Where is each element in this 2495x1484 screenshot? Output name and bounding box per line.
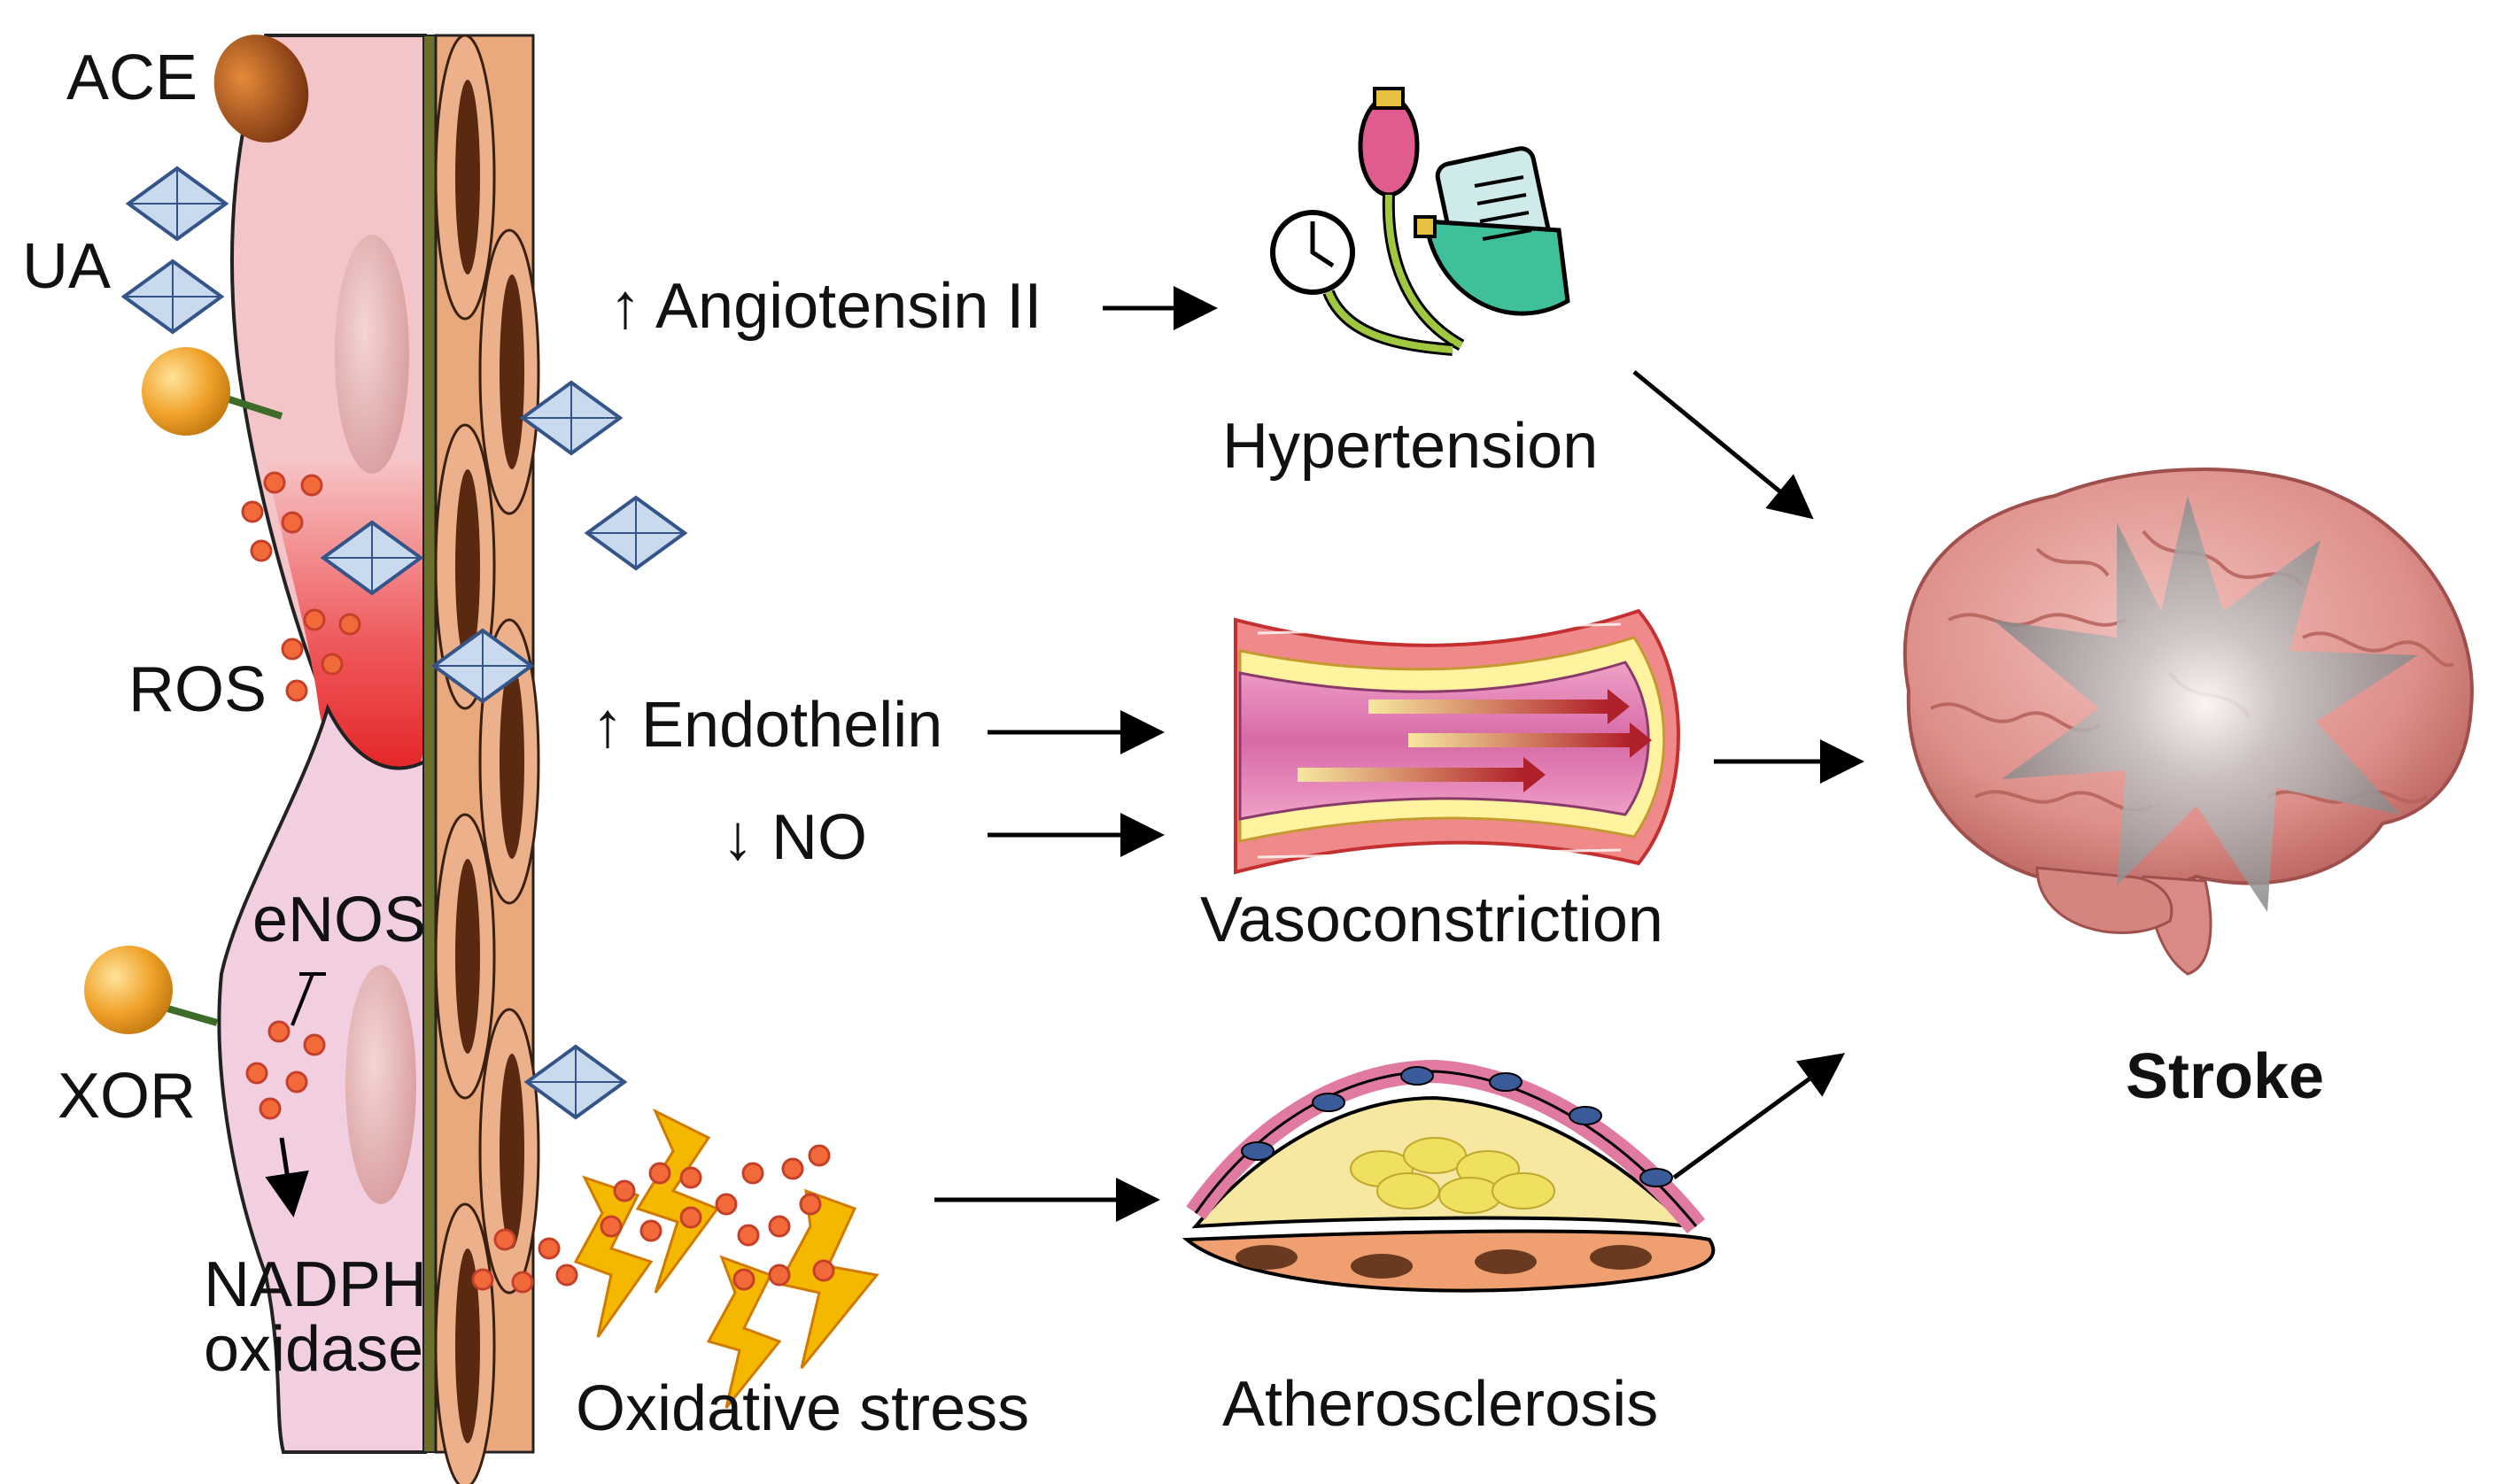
ua-crystal-icon [523, 1044, 628, 1120]
inhibition-marker [291, 972, 326, 1026]
stroke-label: Stroke [2126, 1041, 2324, 1112]
endothelial-nucleus-lower [345, 965, 416, 1204]
ua-crystal-icon [120, 259, 225, 335]
vasoconstriction-label: Vasoconstriction [1200, 885, 1663, 955]
ua-crystals [120, 166, 688, 1120]
hypertension-to-stroke-arrow [1632, 370, 1814, 520]
urate-transporter-upper [142, 347, 283, 436]
xor-to-nadph-arrow [265, 1137, 309, 1217]
enos-label: eNOS [252, 885, 426, 955]
ua-crystal-icon [320, 520, 424, 596]
endothelin-label: ↑ Endothelin [592, 690, 942, 761]
ua-crystal-icon [519, 380, 624, 456]
basement-membrane [422, 35, 437, 1453]
ros-dots-upper [241, 471, 361, 702]
oxidative-stress-label: Oxidative stress [576, 1373, 1029, 1444]
nadph-label-line2: oxidase [204, 1314, 423, 1385]
xor-label: XOR [58, 1061, 196, 1132]
atherosclerotic-plaque-illustration [1182, 1059, 1716, 1293]
hypertension-label: Hypertension [1222, 411, 1598, 482]
angiotensin-label: ↑ Angiotensin II [609, 271, 1042, 342]
oxidative-stress-lightning [573, 1108, 879, 1409]
ros-dots-wall [471, 1228, 578, 1294]
nadph-label-line1: NADPH [204, 1249, 427, 1320]
stroke-burst-icon [1993, 496, 2418, 912]
atherosclerosis-to-stroke-arrow [1672, 1053, 1846, 1180]
xor-enzyme [84, 946, 219, 1034]
ua-crystal-icon [430, 628, 535, 704]
ua-label: UA [22, 231, 111, 302]
ros-dots-lower [245, 1020, 326, 1120]
ua-crystal-icon [125, 166, 229, 242]
no-label: ↓ NO [722, 802, 867, 873]
atherosclerosis-label: Atherosclerosis [1222, 1369, 1658, 1440]
ua-crystal-icon [584, 495, 688, 571]
ace-label: ACE [66, 43, 198, 113]
ros-label: ROS [128, 654, 267, 725]
constricted-vessel-illustration [1234, 608, 1680, 875]
smooth-muscle-nuclei [455, 80, 524, 1443]
ace-enzyme [213, 35, 309, 143]
ros-dots-oxidative [600, 1144, 835, 1291]
blood-pressure-monitor-icon [1270, 87, 1570, 356]
endothelial-nucleus-upper [335, 235, 409, 474]
endothelial-cell-lower [217, 703, 427, 1454]
